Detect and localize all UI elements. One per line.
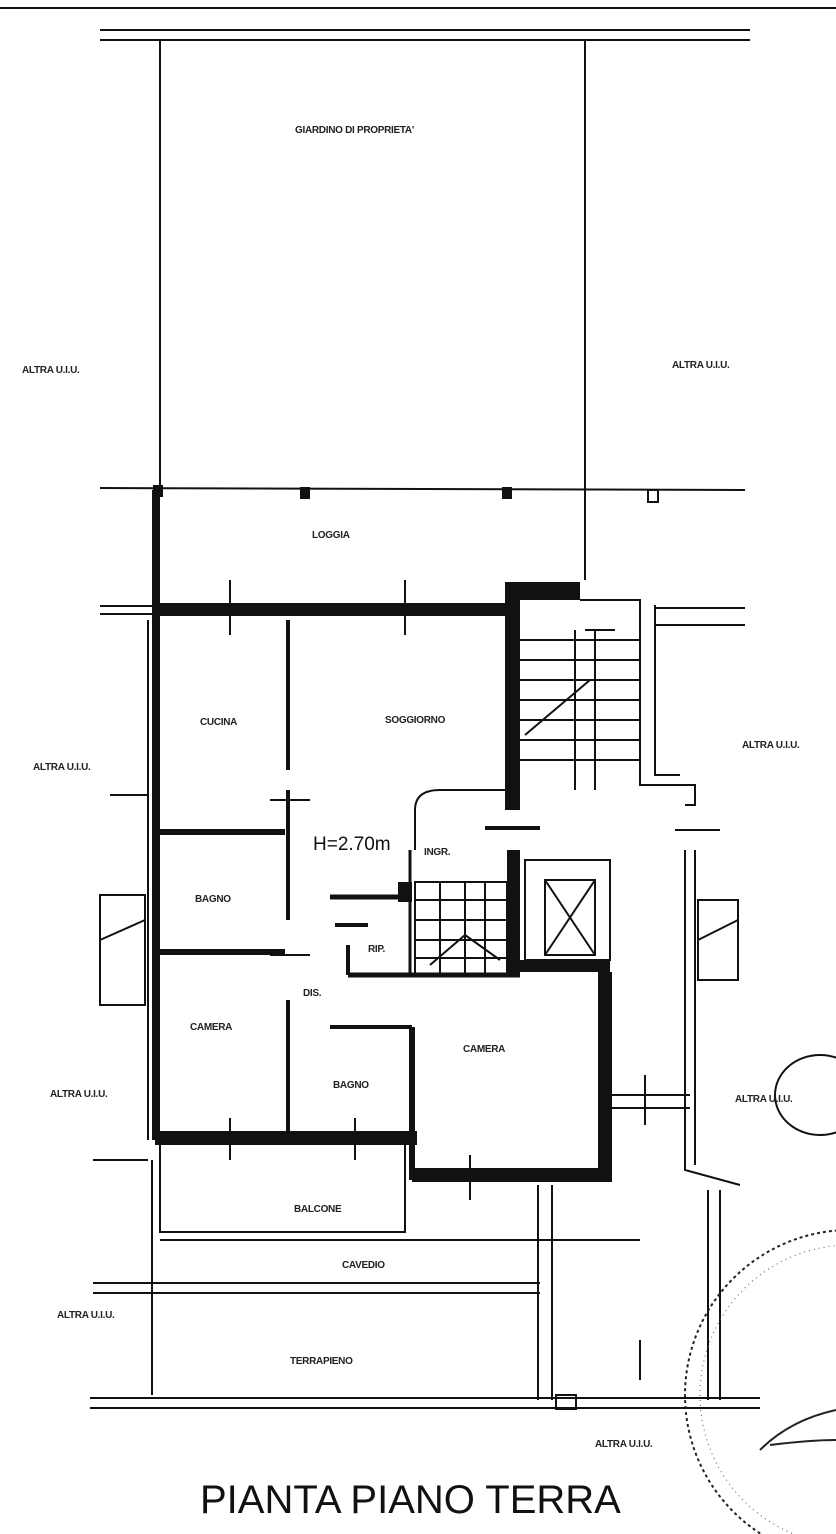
room-label-shaft: CAVEDIO: [342, 1260, 385, 1271]
neighbor-label: ALTRA U.I.U.: [742, 740, 800, 751]
room-label-bath-2: BAGNO: [333, 1080, 369, 1091]
room-label-loggia: LOGGIA: [312, 530, 350, 541]
room-label-living: SOGGIORNO: [385, 715, 446, 726]
neighbor-label: ALTRA U.I.U.: [735, 1094, 793, 1105]
neighbor-label: ALTRA U.I.U.: [22, 365, 80, 376]
room-label-storage: RIP.: [368, 944, 385, 955]
room-label-bedroom-2: CAMERA: [463, 1044, 505, 1055]
room-label-bedroom-1: CAMERA: [190, 1022, 232, 1033]
room-label-kitchen: CUCINA: [200, 717, 237, 728]
neighbor-label: ALTRA U.I.U.: [33, 762, 91, 773]
neighbor-label: ALTRA U.I.U.: [57, 1310, 115, 1321]
plan-title: PIANTA PIANO TERRA: [200, 1478, 621, 1522]
stamp-seal: [684, 1054, 836, 1534]
ceiling-height-note: H=2.70m: [313, 834, 391, 855]
room-label-bath-1: BAGNO: [195, 894, 231, 905]
neighbor-label: ALTRA U.I.U.: [672, 360, 730, 371]
room-label-balcony: BALCONE: [294, 1204, 342, 1215]
room-label-hall: DIS.: [303, 988, 322, 999]
room-label-entrance: INGR.: [424, 847, 451, 858]
plan-walls: [0, 7, 836, 1410]
room-label-embankment: TERRAPIENO: [290, 1356, 353, 1367]
room-label-garden: GIARDINO DI PROPRIETA': [295, 125, 414, 136]
neighbor-label: ALTRA U.I.U.: [50, 1089, 108, 1100]
neighbor-label: ALTRA U.I.U.: [595, 1439, 653, 1450]
